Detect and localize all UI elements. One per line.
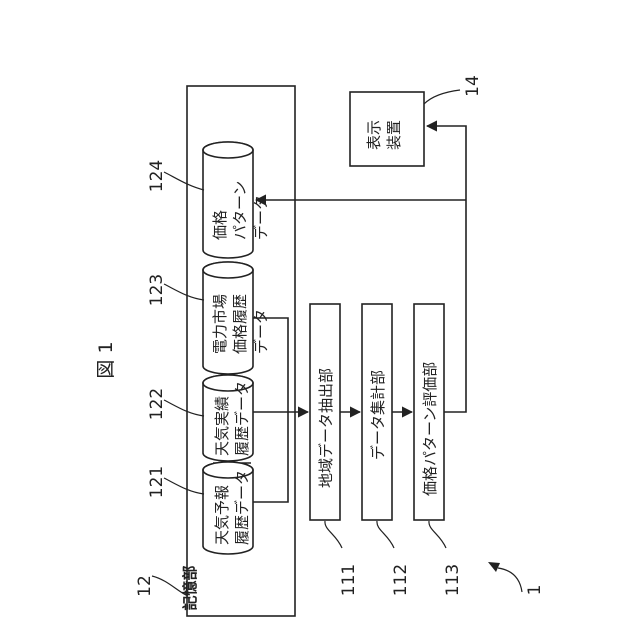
unit-111-label: 地域データ抽出部 (316, 368, 336, 488)
ref-12: 12 (135, 575, 155, 597)
storage-unit-label: 記憶部 (180, 565, 200, 610)
figure-title: 図 1 (95, 341, 117, 378)
leader-113 (429, 521, 446, 548)
database-123-label: 電力市場 価格履歴 データ (210, 294, 271, 354)
display-device-label: 表示 装置 (364, 120, 405, 150)
ref-112: 112 (391, 564, 411, 596)
leader-111 (325, 521, 342, 548)
database-124-label: 価格 パターン データ (210, 181, 271, 240)
connector-113-out (444, 200, 466, 412)
unit-112-label: データ集計部 (368, 370, 388, 460)
ref-111: 111 (339, 564, 359, 596)
ref-124: 124 (147, 160, 167, 192)
ref-113: 113 (443, 564, 463, 596)
leader-1 (498, 568, 522, 592)
ref-14: 14 (463, 75, 483, 97)
unit-113-label: 価格パターン評価部 (420, 362, 440, 496)
leader-1-arrowhead (488, 562, 500, 572)
leader-112 (377, 521, 394, 548)
database-121-label: 天気予報 履歴データ (212, 470, 253, 545)
ref-123: 123 (147, 274, 167, 306)
arrow-to-display (427, 126, 466, 200)
database-122-label: 天気実績 履歴データ (212, 381, 253, 456)
leader-14 (424, 90, 460, 104)
ref-1: 1 (525, 585, 545, 596)
ref-121: 121 (147, 466, 167, 498)
ref-122: 122 (147, 388, 167, 420)
